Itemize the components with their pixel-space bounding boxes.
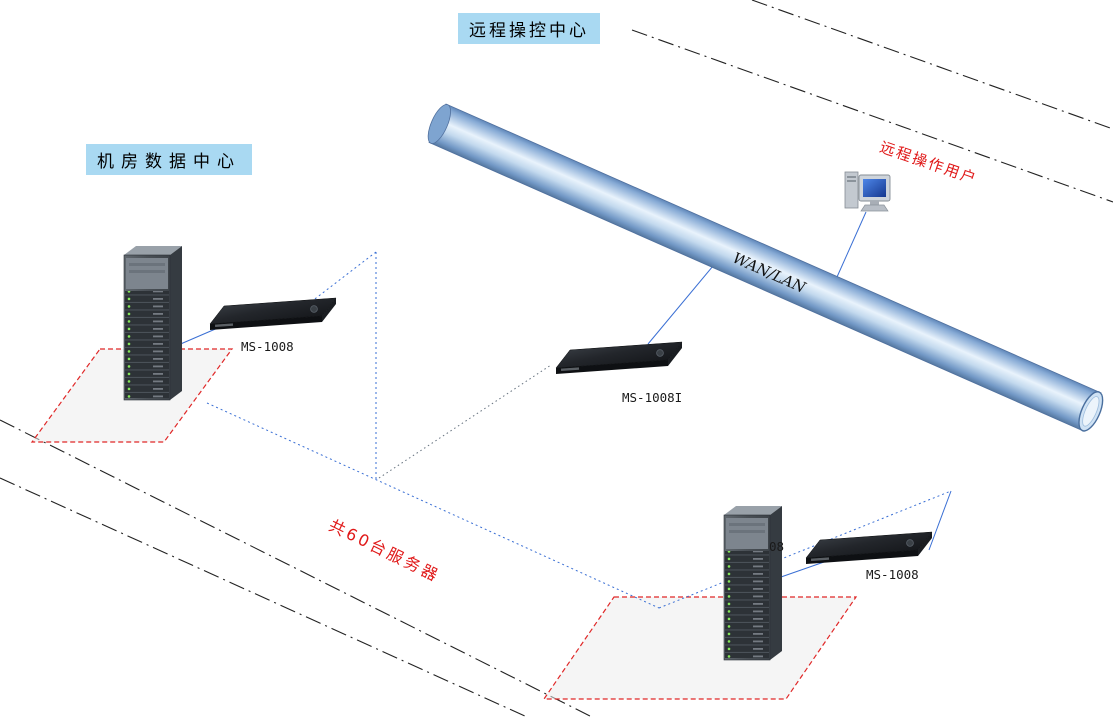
rack-top-panel [726,518,768,549]
kvm-switch-1 [209,297,337,330]
rack-side [770,506,782,660]
remote-user-pc [844,171,891,212]
kvm-switch-2 [555,341,683,374]
pc-screen [863,179,886,197]
pc-keyboard [860,204,889,212]
rack-units [725,551,769,658]
switch3-label: MS-1008 [866,567,919,582]
boundary-line-top-2 [631,29,1113,203]
switch-knob [310,305,318,313]
wan-lan-pipe: WAN/LAN [427,103,1104,432]
boundary-line-bottom-2 [0,477,528,717]
switch-knob [656,349,664,357]
rack-side [170,246,182,400]
server-rack-left [123,246,182,401]
rack-top [724,506,782,515]
dotted-link-switch2 [378,364,552,479]
boundary-line-bottom-1 [0,419,593,717]
dotted-link-switch1 [306,251,377,306]
link-user-pipe [836,211,867,278]
datacenter-label: 机房数据中心 [86,144,252,175]
switch-knob [906,539,914,547]
rack-top [124,246,182,255]
link-switch3-area [928,490,952,551]
pipe-right-opening [1082,396,1100,427]
diagram-title: 远程操控中心 [458,13,600,44]
pipe-left-cap [427,104,451,144]
link-rack2-switch3 [780,561,825,578]
kvm-switch-3 [805,531,933,564]
partial-switch-label: 08 [769,539,785,554]
boundary-line-top-1 [751,0,1113,130]
server-rack-right [723,506,782,661]
rack-top-panel [126,258,168,289]
switch1-label: MS-1008 [241,339,294,354]
switch2-label: MS-1008I [622,390,683,405]
rack-units [125,291,169,398]
server-area-right [542,596,858,700]
